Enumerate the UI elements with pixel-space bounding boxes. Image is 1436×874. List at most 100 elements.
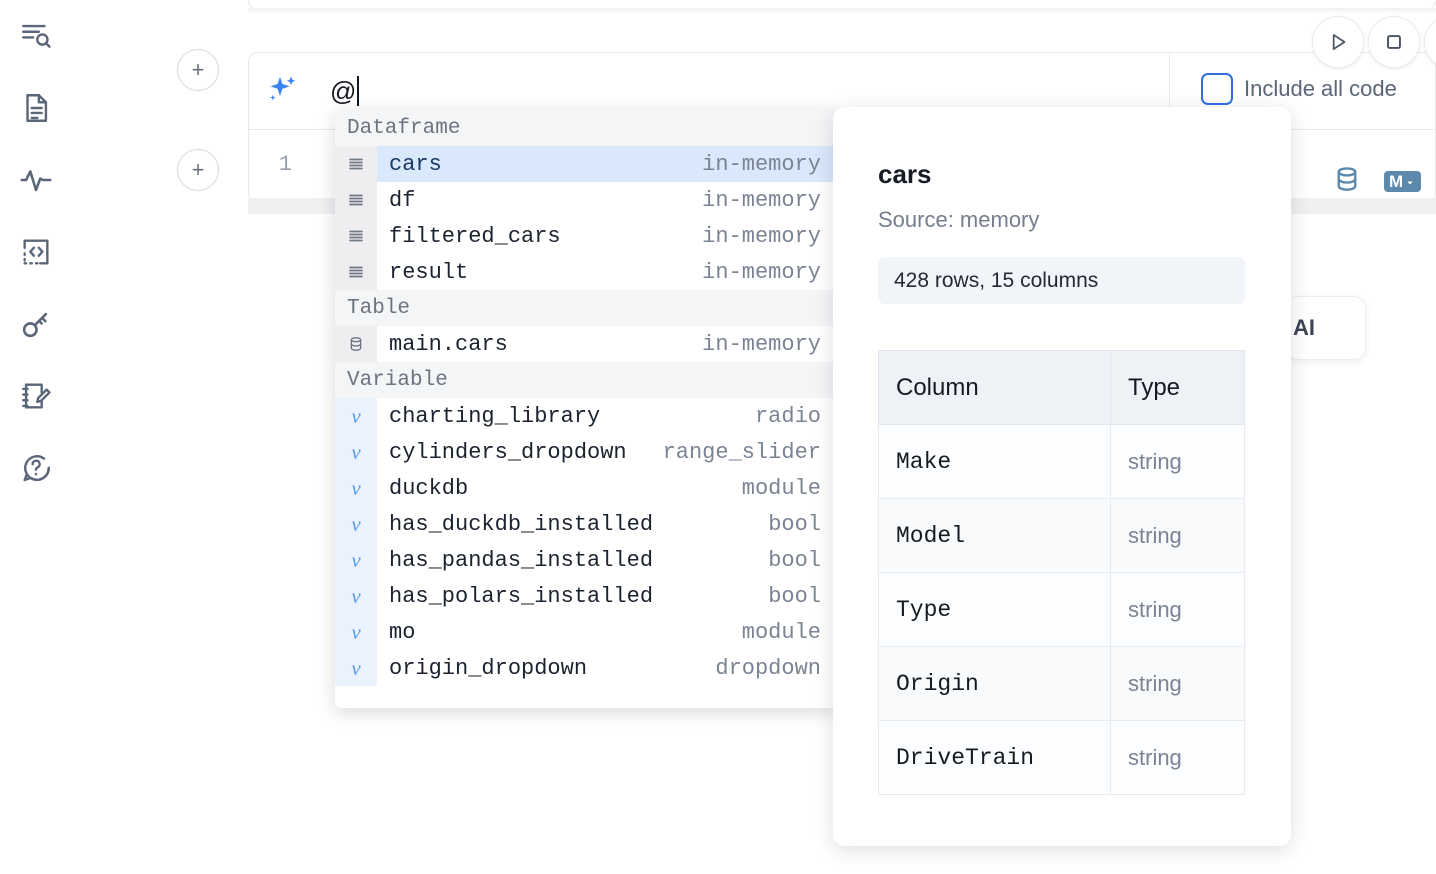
autocomplete-item[interactable]: df in-memory	[335, 182, 835, 218]
variable-icon: v	[335, 434, 377, 470]
activity-pulse-icon[interactable]	[14, 158, 58, 202]
autocomplete-item-name: cylinders_dropdown	[389, 439, 627, 465]
detail-column-type: string	[1110, 424, 1245, 499]
code-line-number: 1	[278, 152, 292, 177]
autocomplete-item-type: bool	[768, 547, 821, 573]
key-icon[interactable]	[14, 302, 58, 346]
autocomplete-item-name: cars	[389, 151, 442, 177]
variable-icon: v	[335, 470, 377, 506]
detail-table-header-cell: Type	[1110, 350, 1245, 425]
autocomplete-item-name: has_duckdb_installed	[389, 511, 654, 537]
document-icon[interactable]	[14, 86, 58, 130]
variable-icon: v	[335, 614, 377, 650]
autocomplete-item-name: df	[389, 187, 416, 213]
include-all-code-toggle[interactable]: Include all code	[1201, 73, 1397, 105]
autocomplete-item-name: charting_library	[389, 403, 601, 429]
detail-column-name: Model	[878, 498, 1111, 573]
text-caret	[357, 76, 360, 106]
variable-icon: v	[335, 398, 377, 434]
autocomplete-item-type: in-memory	[702, 223, 821, 249]
add-cell-above-button[interactable]: +	[177, 49, 219, 91]
detail-source: Source: memory	[878, 207, 1040, 232]
detail-column-name: Type	[878, 572, 1111, 647]
autocomplete-item-type: in-memory	[702, 187, 821, 213]
detail-column-name: Make	[878, 424, 1111, 499]
dataframe-icon	[335, 254, 377, 290]
autocomplete-item-name: has_pandas_installed	[389, 547, 654, 573]
cell-output-icons: M	[1332, 164, 1421, 199]
variable-icon: v	[335, 578, 377, 614]
generate-with-ai-button[interactable]: AI	[1286, 296, 1366, 360]
previous-cell-shadow	[248, 8, 1436, 14]
include-all-code-label: Include all code	[1244, 76, 1397, 101]
left-icon-rail	[0, 0, 72, 874]
autocomplete-item-name: filtered_cars	[389, 223, 561, 249]
ai-prompt-value: @	[330, 75, 357, 106]
dataframe-icon	[335, 218, 377, 254]
autocomplete-group-header: Variable	[335, 362, 835, 398]
autocomplete-item-type: dropdown	[715, 655, 821, 681]
add-cell-below-label: +	[191, 157, 205, 182]
detail-column-type: string	[1110, 646, 1245, 721]
include-all-code-checkbox[interactable]	[1201, 73, 1233, 105]
autocomplete-item-name: result	[389, 259, 469, 285]
markdown-label: M	[1389, 172, 1403, 191]
markdown-icon[interactable]: M	[1384, 171, 1421, 192]
help-chat-icon[interactable]	[14, 446, 58, 490]
detail-title: cars	[878, 159, 932, 189]
autocomplete-item-type: radio	[754, 403, 821, 429]
run-cell-button[interactable]	[1312, 16, 1364, 68]
autocomplete-group-header: Dataframe	[335, 110, 835, 146]
add-cell-above-label: +	[191, 57, 205, 82]
detail-table-header-cell: Column	[878, 350, 1111, 425]
stop-cell-button[interactable]	[1368, 16, 1420, 68]
autocomplete-item[interactable]: v has_duckdb_installed bool	[335, 506, 835, 542]
detail-column-name: Origin	[878, 646, 1111, 721]
dataframe-icon	[335, 146, 377, 182]
autocomplete-group-header: Table	[335, 290, 835, 326]
variable-icon: v	[335, 506, 377, 542]
explore-search-icon[interactable]	[14, 14, 58, 58]
add-cell-below-button[interactable]: +	[177, 149, 219, 191]
variable-icon: v	[335, 542, 377, 578]
autocomplete-item-type: in-memory	[702, 331, 821, 357]
autocomplete-item[interactable]: v has_pandas_installed bool	[335, 542, 835, 578]
detail-shape-badge: 428 rows, 15 columns	[878, 257, 1245, 304]
ai-sparkle-icon	[265, 72, 301, 108]
autocomplete-item[interactable]: v charting_library radio	[335, 398, 835, 434]
autocomplete-item-type: bool	[768, 511, 821, 537]
code-snippet-icon[interactable]	[14, 230, 58, 274]
autocomplete-item[interactable]: result in-memory	[335, 254, 835, 290]
autocomplete-item[interactable]: v has_polars_installed bool	[335, 578, 835, 614]
generate-with-ai-label: AI	[1293, 315, 1315, 340]
autocomplete-item-name: has_polars_installed	[389, 583, 654, 609]
autocomplete-item-type: bool	[768, 583, 821, 609]
autocomplete-item-name: duckdb	[389, 475, 469, 501]
database-icon	[335, 326, 377, 362]
autocomplete-item-type: module	[741, 619, 821, 645]
autocomplete-item[interactable]: filtered_cars in-memory	[335, 218, 835, 254]
database-icon[interactable]	[1332, 164, 1362, 199]
detail-column-type: string	[1110, 572, 1245, 647]
variable-icon: v	[335, 650, 377, 686]
ai-prompt-input[interactable]: @	[330, 72, 360, 110]
scratchpad-edit-icon[interactable]	[14, 374, 58, 418]
dataframe-detail-panel: cars Source: memory 428 rows, 15 columns…	[833, 107, 1291, 846]
autocomplete-item-type: in-memory	[702, 259, 821, 285]
